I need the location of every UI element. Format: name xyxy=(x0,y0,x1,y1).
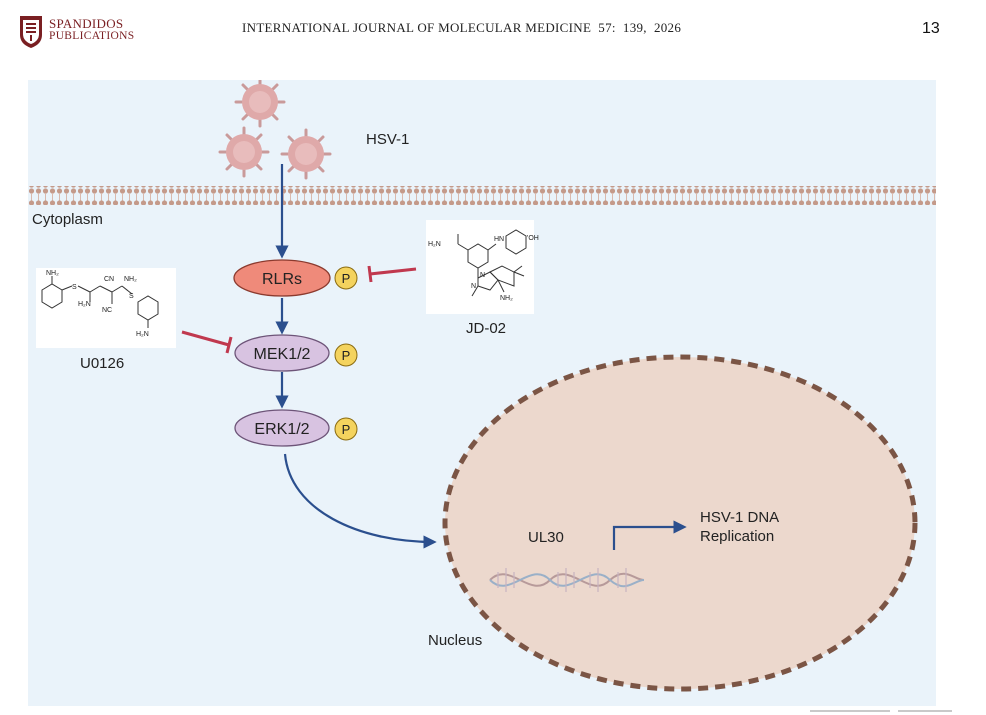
pathway-diagram: HSV-1 Cytoplasm RLRs P MEK1/2 P ERK1/2 xyxy=(28,80,936,706)
erk-phospho-label: P xyxy=(342,422,351,437)
u0126-atom-3: CN xyxy=(104,276,114,283)
mek-phospho-badge: P xyxy=(334,343,358,367)
u0126-atom-7: S xyxy=(129,293,134,300)
erk-label: ERK1/2 xyxy=(254,421,309,438)
publisher-line1: SPANDIDOS xyxy=(49,16,124,31)
rlrs-phospho-label: P xyxy=(342,271,351,286)
u0126-atom-4: H₂N xyxy=(78,301,91,308)
replication-label-line1: HSV-1 DNA xyxy=(700,509,779,526)
running-header: INTERNATIONAL JOURNAL OF MOLECULAR MEDIC… xyxy=(242,20,682,35)
u0126-structure: NH₂ S CN H₂N NH₂ NC S H₂N xyxy=(36,268,176,348)
erk-to-nucleus-arrow xyxy=(283,453,437,549)
replication-arrow xyxy=(612,520,687,550)
publisher-logo: SPANDIDOS PUBLICATIONS xyxy=(17,13,167,51)
jd02-atom-3: 'OH xyxy=(527,235,539,242)
crest-icon xyxy=(20,16,42,48)
erk-node: ERK1/2 xyxy=(234,409,330,447)
cytoplasm-label: Cytoplasm xyxy=(32,211,103,228)
rlrs-label: RLRs xyxy=(262,271,302,288)
footer-rule-left xyxy=(810,710,890,712)
u0126-atom-5: NH₂ xyxy=(124,276,137,283)
u0126-atom-1: NH₂ xyxy=(46,270,59,277)
jd02-atom-6: NH₂ xyxy=(500,295,513,302)
footer-rule-right xyxy=(898,710,952,712)
nucleus-label: Nucleus xyxy=(428,632,482,649)
jd02-atom-5: N xyxy=(471,283,476,290)
nucleus xyxy=(442,354,918,692)
publisher-name: SPANDIDOS PUBLICATIONS xyxy=(49,17,134,42)
jd02-label: JD-02 xyxy=(466,320,506,337)
mek-phospho-label: P xyxy=(342,348,351,363)
pathway-figure: HSV-1 Cytoplasm RLRs P MEK1/2 P ERK1/2 xyxy=(28,80,936,706)
erk-phospho-badge: P xyxy=(334,417,358,441)
mek-label: MEK1/2 xyxy=(254,346,311,363)
publisher-line2: PUBLICATIONS xyxy=(49,30,135,42)
rlrs-phospho-badge: P xyxy=(334,266,358,290)
jd02-atom-1: H₂N xyxy=(428,241,441,248)
page-header: SPANDIDOS PUBLICATIONS INTERNATIONAL JOU… xyxy=(0,0,986,60)
jd02-inhibition-arrow xyxy=(367,265,417,283)
mek-node: MEK1/2 xyxy=(234,334,330,372)
jd02-atom-2: HN xyxy=(494,236,504,243)
jd02-structure: H₂N HN 'OH N N NH₂ xyxy=(426,220,539,314)
page-number: 13 xyxy=(922,20,940,37)
ul30-label: UL30 xyxy=(528,529,564,546)
u0126-atom-6: NC xyxy=(102,307,112,314)
u0126-atom-8: H₂N xyxy=(136,331,149,338)
virus-label: HSV-1 xyxy=(366,131,409,148)
rlrs-node: RLRs xyxy=(233,259,331,297)
jd02-atom-4: N xyxy=(480,272,485,279)
dna-helix-icon xyxy=(489,568,645,592)
u0126-label: U0126 xyxy=(80,355,124,372)
replication-label-line2: Replication xyxy=(700,528,774,545)
u0126-inhibition-arrow xyxy=(181,330,233,354)
u0126-atom-2: S xyxy=(72,284,77,291)
hsv1-virus-icon xyxy=(218,80,332,180)
cell-membrane xyxy=(28,186,936,205)
